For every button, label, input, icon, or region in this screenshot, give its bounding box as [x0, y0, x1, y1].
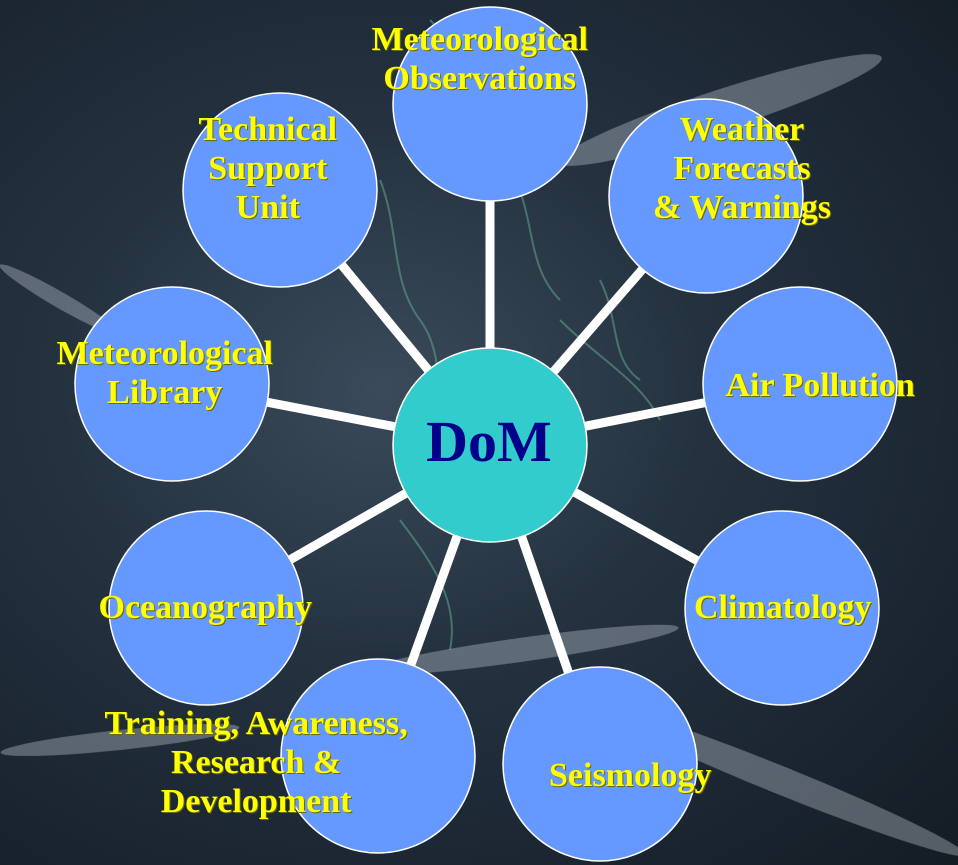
label-line: & Warnings: [653, 189, 831, 227]
label-line: Meteorological: [56, 335, 274, 372]
label-line: Weather: [679, 111, 805, 148]
center-label: DoM: [426, 409, 552, 474]
label-line: Training, Awareness,: [104, 705, 408, 742]
label-climatology: Climatology: [694, 588, 872, 627]
node-oceanography: [108, 510, 304, 706]
label-line: Technical: [198, 111, 338, 148]
label-line: Observations: [383, 60, 577, 98]
label-line: Oceanography: [98, 589, 312, 626]
label-line: Seismology: [549, 757, 712, 794]
node-air-pollution: [702, 286, 898, 482]
node-seismology: [502, 666, 698, 862]
label-line: Research &: [170, 744, 342, 782]
node-meteorological-observations: [392, 6, 588, 202]
node-weather-forecasts: [608, 98, 804, 294]
label-air-pollution: Air Pollution: [726, 366, 915, 405]
label-line: Forecasts: [673, 150, 811, 188]
node-training-research: [280, 658, 476, 854]
label-line: Unit: [235, 189, 300, 227]
label-seismology: Seismology: [549, 756, 711, 795]
label-line: Climatology: [694, 589, 872, 626]
label-line: Support: [208, 150, 328, 188]
label-line: Library: [107, 374, 223, 412]
label-line: Air Pollution: [725, 367, 915, 404]
label-training-research: Training, Awareness,Research &Developmen…: [105, 704, 408, 821]
label-line: Development: [160, 783, 352, 821]
node-technical-support: [182, 92, 378, 288]
node-climatology: [684, 510, 880, 706]
node-meteorological-library: [74, 286, 270, 482]
center-node: [392, 347, 588, 543]
label-oceanography: Oceanography: [99, 588, 312, 627]
label-line: Meteorological: [371, 21, 589, 58]
